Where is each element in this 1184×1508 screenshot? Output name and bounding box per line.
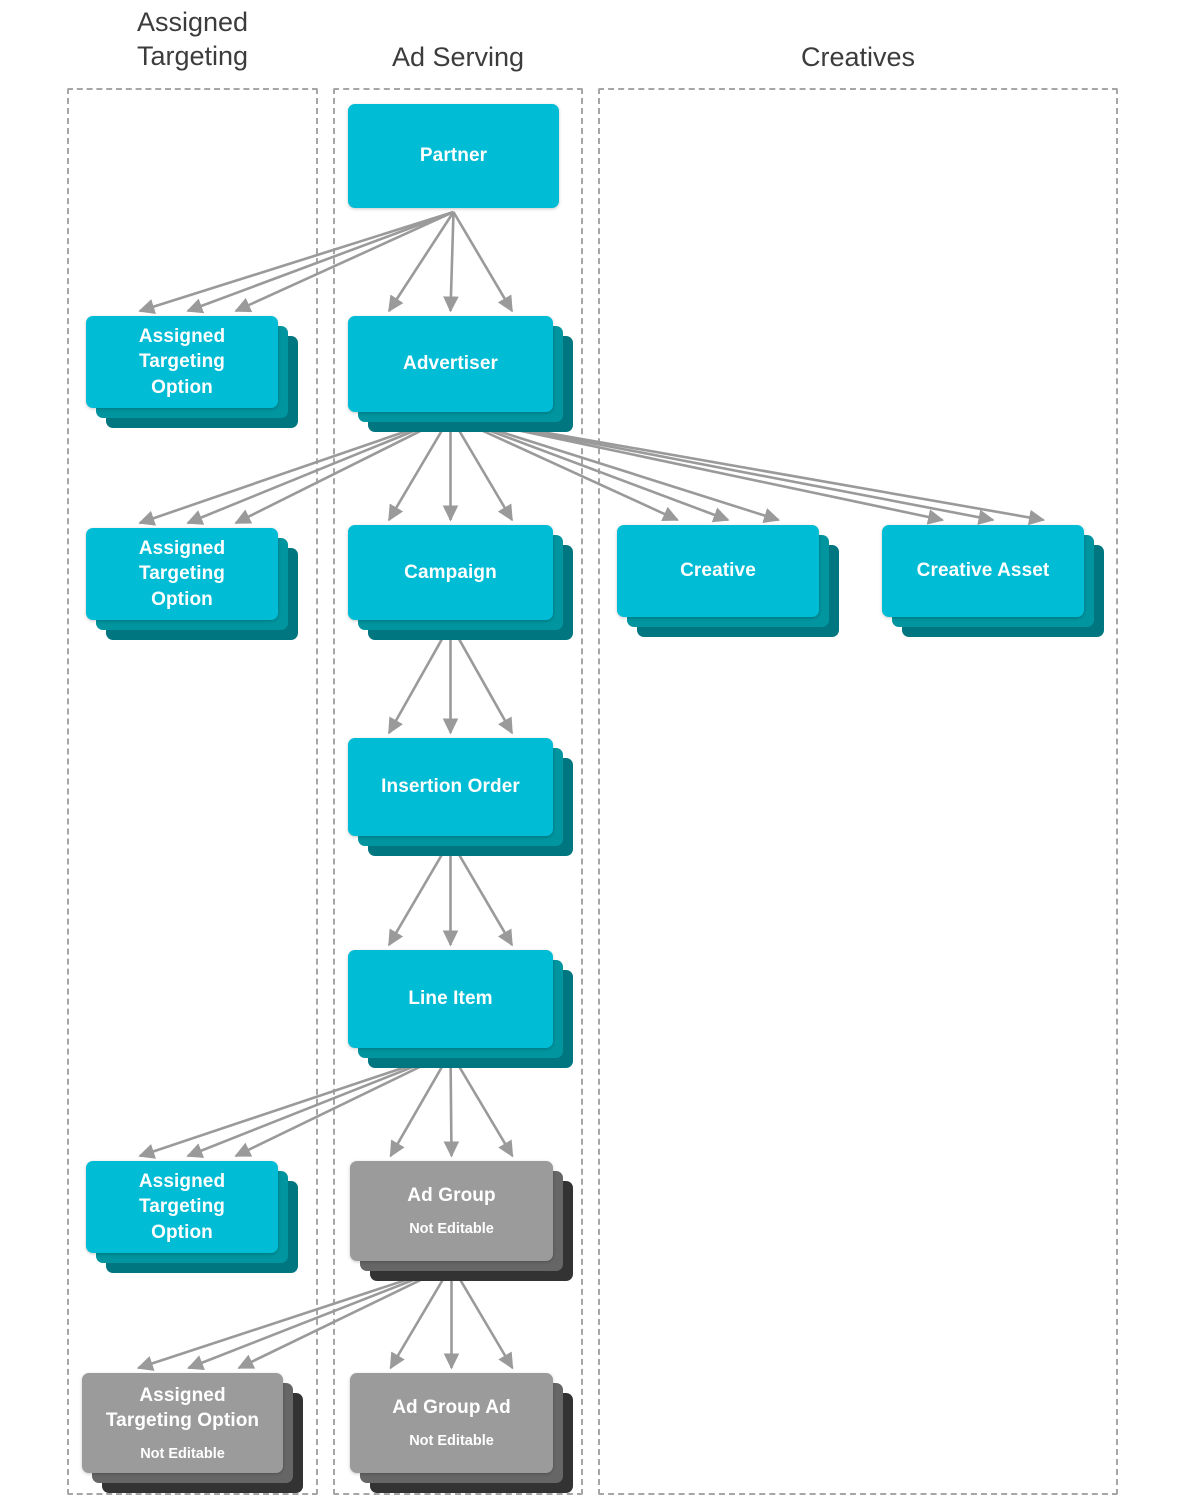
column-header-line2: Targeting: [136, 40, 249, 71]
node-title: Ad Group Ad: [392, 1397, 511, 1419]
card-front[interactable]: Advertiser: [348, 316, 553, 412]
node-insertion-order[interactable]: Insertion Order: [348, 738, 573, 856]
column-region-assigned-targeting: [67, 88, 318, 1495]
node-title: Creative: [680, 560, 756, 582]
card-front[interactable]: Creative Asset: [882, 525, 1084, 617]
node-title: Line Item: [408, 988, 493, 1010]
node-line-item[interactable]: Line Item: [348, 950, 573, 1068]
column-region-creatives: [598, 88, 1118, 1495]
node-ad-group-ad[interactable]: Ad Group Ad Not Editable: [350, 1373, 573, 1493]
node-title: Ad Group: [407, 1185, 496, 1207]
column-header-assigned-targeting: Assigned Targeting: [67, 6, 318, 74]
node-title: Insertion Order: [381, 776, 520, 798]
node-creative-asset[interactable]: Creative Asset: [882, 525, 1104, 637]
node-partner[interactable]: Partner: [348, 104, 559, 208]
node-title: Campaign: [404, 561, 497, 583]
card-front[interactable]: Creative: [617, 525, 819, 617]
card-front[interactable]: Ad Group Ad Not Editable: [350, 1373, 553, 1473]
column-header-creatives: Creatives: [598, 41, 1118, 75]
node-advertiser[interactable]: Advertiser: [348, 316, 573, 432]
node-subtitle: Not Editable: [409, 1433, 494, 1450]
column-region-ad-serving: [333, 88, 583, 1495]
card-front[interactable]: Campaign: [348, 525, 553, 620]
node-subtitle: Not Editable: [140, 1445, 225, 1462]
node-creative[interactable]: Creative: [617, 525, 839, 637]
column-header-ad-serving: Ad Serving: [333, 41, 583, 75]
node-title: Advertiser: [403, 353, 498, 375]
column-header-line1: Assigned: [136, 7, 249, 37]
card-front[interactable]: Line Item: [348, 950, 553, 1048]
column-header-label: Ad Serving: [391, 42, 525, 72]
card-front[interactable]: Insertion Order: [348, 738, 553, 836]
node-campaign[interactable]: Campaign: [348, 525, 573, 640]
node-title: Partner: [419, 145, 488, 167]
column-header-label: Creatives: [800, 42, 916, 72]
card-front[interactable]: Partner: [348, 104, 559, 208]
node-subtitle: Not Editable: [409, 1221, 494, 1238]
node-title: Creative Asset: [916, 560, 1050, 582]
